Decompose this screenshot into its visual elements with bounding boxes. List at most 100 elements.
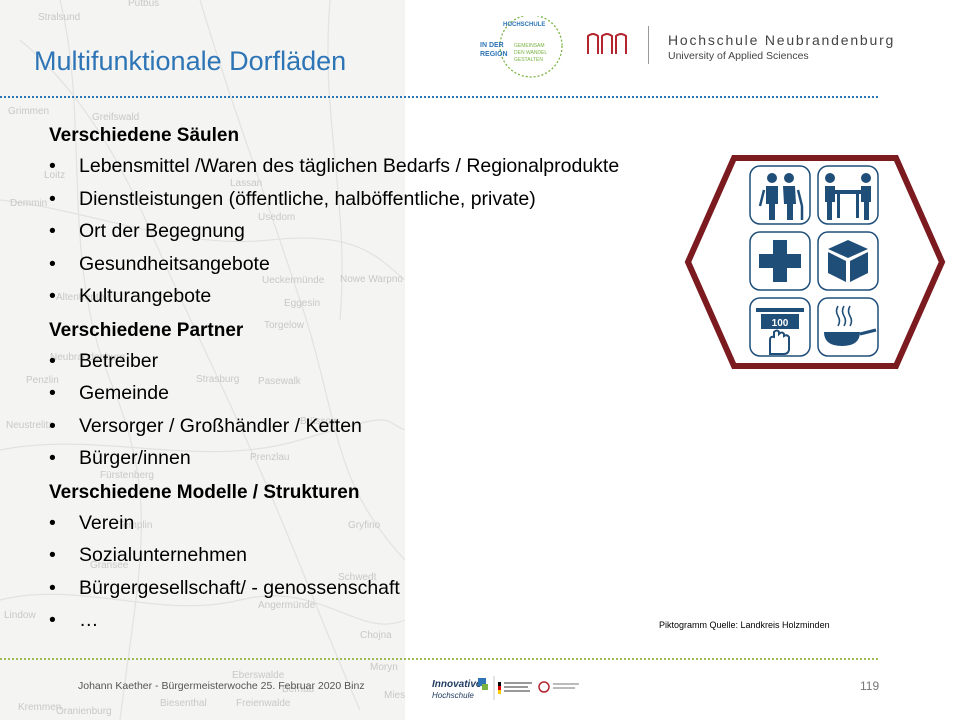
list-item-text: Bürgergesellschaft/ - genossenschaft	[79, 576, 400, 599]
bullet: •	[49, 349, 56, 372]
list-item: • Betreiber	[49, 345, 709, 378]
logo-line: IN DER	[480, 42, 504, 49]
list-item-text: …	[79, 609, 99, 631]
list-item: • Bürger/innen	[49, 442, 709, 475]
people-table-icon	[817, 165, 879, 225]
map-label: Oranienburg	[56, 706, 112, 717]
map-label: Stralsund	[38, 12, 81, 23]
map-label: Eberswalde	[232, 670, 285, 681]
medical-cross-icon	[749, 231, 811, 291]
list-item: • Bürgergesellschaft/ - genossenschaft	[49, 572, 709, 605]
map-label: Ueckermünde	[262, 275, 325, 286]
map-label: Gransee	[90, 560, 129, 571]
map-label: Strasburg	[196, 374, 240, 385]
bullet: •	[49, 544, 56, 566]
section-title: Verschiedene Säulen	[49, 125, 240, 146]
list-item-text: Gemeinde	[79, 382, 169, 404]
list-item: • Lebensmittel /Waren des täglichen Bedar…	[49, 150, 709, 183]
bullet: •	[49, 187, 56, 210]
section-title: Verschiedene Partner	[49, 319, 244, 341]
bullet: •	[49, 220, 56, 242]
page-number: 119	[860, 679, 880, 693]
bullet: •	[49, 511, 56, 534]
list-item-text: Lebensmittel /Waren des täglichen Bedarf…	[79, 155, 620, 177]
counter-value: 100	[772, 318, 789, 329]
map-label: Putbus	[128, 0, 160, 9]
bullet: •	[49, 382, 56, 404]
bullet: •	[49, 414, 56, 437]
section-title: Verschiedene Modelle / Strukturen	[49, 481, 360, 503]
package-box-icon	[817, 231, 879, 291]
map-label: Lassan	[230, 178, 263, 189]
map-label: Neustrelitz	[6, 420, 54, 431]
list-item: •…	[49, 604, 709, 637]
map-label: Freienwalde	[236, 698, 291, 709]
map-label: Bernau	[282, 684, 315, 695]
map-label: Altentreptow	[56, 292, 112, 303]
logo-line: GESTALTEN	[514, 57, 543, 63]
logo-line: GEMEINSAM	[514, 43, 545, 49]
pictogram-hexagon: 100	[684, 155, 946, 369]
map-label: Usedom	[258, 212, 296, 223]
map-label: Demmin	[10, 198, 48, 209]
bullet: •	[49, 447, 56, 469]
list-item: • Sozialunternehmen	[49, 539, 709, 572]
list-item: •Kulturangebote	[49, 280, 709, 313]
footer-text: Johann Kaether - Bürgermeisterwoche 25. …	[78, 680, 365, 692]
cooking-pan-icon	[817, 297, 879, 357]
list-item-text: Bürger/innen	[79, 447, 191, 469]
map-label: Mies	[384, 690, 405, 701]
list-item-text: Versorger / Großhändler / Ketten	[79, 414, 362, 437]
counter-hand-icon: 100	[749, 297, 811, 357]
map-label: Schwedt	[338, 572, 377, 583]
map-label: Biesenthal	[160, 698, 207, 709]
map-label: Angermünde	[258, 600, 316, 611]
map-label: Prenzlau	[250, 452, 290, 463]
logo-line: DEN WANDEL	[514, 50, 547, 56]
list-item-text: Sozialunternehmen	[79, 544, 248, 566]
list-item: • Gemeinde	[49, 377, 709, 410]
people-walking-icon	[749, 165, 811, 225]
footer-divider	[0, 658, 878, 660]
map-label: Brüssow	[300, 416, 339, 427]
slide-title: Multifunktionale Dorfläden	[34, 46, 347, 76]
map-roads	[0, 0, 405, 720]
map-background: Stralsund Putbus Grimmen Greifswald Loit…	[0, 0, 405, 720]
logo-line: Innovative	[432, 679, 482, 690]
bullet: •	[49, 252, 56, 275]
list-item: • Verein	[49, 507, 709, 540]
logo-separator	[648, 26, 649, 64]
map-label: Loitz	[44, 170, 66, 181]
slide-content: Verschiedene Säulen • Lebensmittel /Waren…	[49, 122, 709, 637]
list-item: • Gesundheitsangebote	[49, 248, 709, 281]
logo-line: REGION	[480, 51, 508, 58]
map-label: Torgelow	[264, 320, 305, 331]
map-label: Kremmen	[18, 702, 62, 713]
university-name: Hochschule Neubrandenburg	[668, 32, 896, 48]
map-label: Neubrandenburg	[50, 352, 126, 363]
map-label: Greifswald	[92, 112, 140, 123]
map-label: Moryn	[370, 662, 398, 673]
header-divider	[0, 96, 878, 98]
list-item-text: Ort der Begegnung	[79, 220, 245, 242]
map-label: Grimmen	[8, 106, 50, 117]
bullet: •	[49, 609, 56, 631]
map-label: Penzlin	[26, 375, 59, 386]
list-item-text: Betreiber	[79, 349, 159, 372]
list-item: • Ort der Begegnung	[49, 215, 709, 248]
list-item-text: Gesundheitsangebote	[79, 252, 270, 275]
map-label: Gryfino	[348, 520, 381, 531]
list-item: • Versorger / Großhändler / Ketten	[49, 410, 709, 443]
map-label: Eggesin	[284, 298, 321, 309]
list-item-text: Dienstleistungen (öffentliche, halböffen…	[79, 187, 536, 210]
map-label: Templin	[118, 520, 153, 531]
map-label: Pasewalk	[258, 376, 301, 387]
pictogram-credit: Piktogramm Quelle: Landkreis Holzminden	[659, 620, 830, 630]
bullet: •	[49, 576, 56, 599]
list-item-text: Kulturangebote	[79, 285, 212, 307]
list-item-text: Verein	[79, 511, 135, 534]
map-label: Chojna	[360, 630, 392, 641]
bullet: •	[49, 155, 56, 177]
list-item: • Dienstleistungen (öffentliche, halböffe…	[49, 183, 709, 216]
map-label: Fürstenberg	[100, 470, 154, 481]
